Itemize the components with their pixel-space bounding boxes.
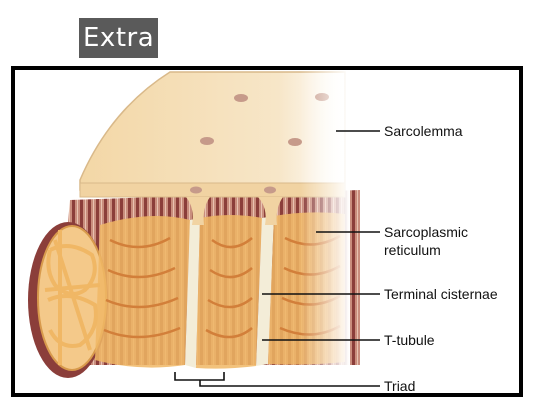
label-t-tubule: T-tubule <box>384 332 435 348</box>
label-sarcolemma: Sarcolemma <box>384 123 463 139</box>
label-reticulum: reticulum <box>384 242 441 258</box>
label-triad: Triad <box>384 378 415 394</box>
label-sarcoplasmic: Sarcoplasmic <box>384 224 468 240</box>
label-terminal-cisternae: Terminal cisternae <box>384 286 498 302</box>
